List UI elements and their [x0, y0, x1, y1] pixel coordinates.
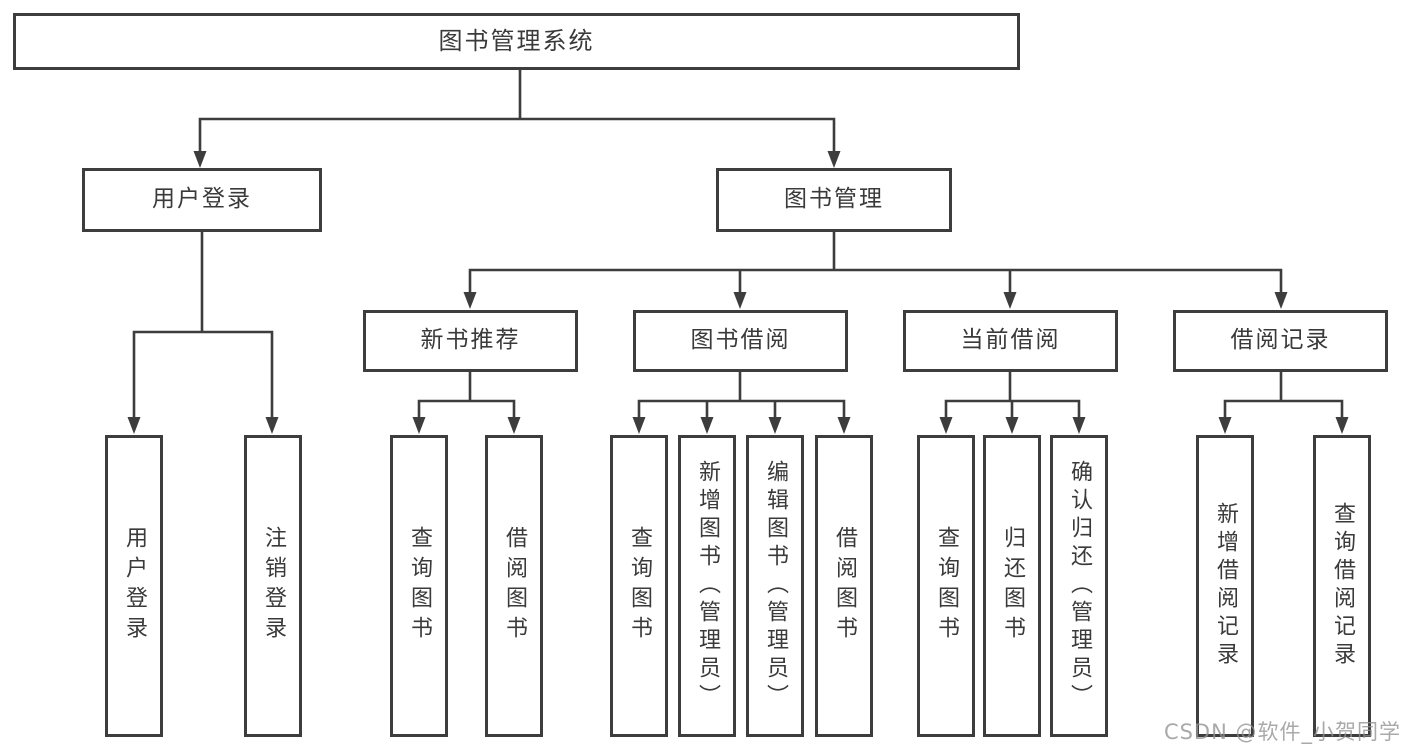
- node-borrow-records-label: 借阅记录: [1230, 327, 1331, 354]
- node-root: 图书管理系统: [13, 13, 1020, 70]
- leaf-query-book-borrow: 查询图书: [610, 435, 668, 737]
- connector-records-to-leaves: [1223, 370, 1344, 425]
- leaf-user-login: 用户登录: [105, 435, 163, 737]
- node-current-borrow-label: 当前借阅: [960, 327, 1061, 354]
- connector-newbook-to-leaves: [417, 370, 516, 425]
- leaf-add-borrow-record: 新增借阅记录: [1196, 435, 1254, 737]
- node-user-login-label: 用户登录: [152, 186, 252, 213]
- node-current-borrow: 当前借阅: [903, 310, 1118, 372]
- leaf-edit-book-admin: 编辑图书（管理员）: [746, 435, 804, 737]
- connector-bookmgmt-to-level3: [468, 230, 1283, 300]
- leaf-borrow-book-recommend: 借阅图书: [485, 435, 543, 737]
- leaf-logout: 注销登录: [244, 435, 302, 737]
- node-new-book-recommend-label: 新书推荐: [420, 327, 521, 354]
- watermark-text: CSDN @软件_小贺同学: [1163, 720, 1401, 744]
- leaf-query-borrow-record: 查询借阅记录: [1313, 435, 1371, 737]
- leaf-query-book-current: 查询图书: [917, 435, 975, 737]
- leaf-query-book-recommend: 查询图书: [390, 435, 448, 737]
- node-root-label: 图书管理系统: [438, 27, 595, 56]
- connector-root-to-level2: [198, 68, 836, 160]
- leaf-return-book: 归还图书: [983, 435, 1041, 737]
- leaf-add-book-admin: 新增图书（管理员）: [678, 435, 736, 737]
- node-new-book-recommend: 新书推荐: [363, 310, 578, 372]
- node-user-login: 用户登录: [82, 168, 322, 232]
- node-book-borrow: 图书借阅: [633, 310, 848, 372]
- connector-currentborrow-to-leaves: [944, 370, 1081, 425]
- node-book-management-label: 图书管理: [784, 186, 884, 213]
- node-book-management: 图书管理: [716, 168, 952, 232]
- node-book-borrow-label: 图书借阅: [690, 327, 791, 354]
- leaf-confirm-return-admin: 确认归还（管理员）: [1050, 435, 1108, 737]
- leaf-borrow-book: 借阅图书: [815, 435, 873, 737]
- node-borrow-records: 借阅记录: [1173, 310, 1388, 372]
- connector-bookborrow-to-leaves: [637, 370, 846, 425]
- connector-userlogin-to-leaves: [132, 230, 274, 425]
